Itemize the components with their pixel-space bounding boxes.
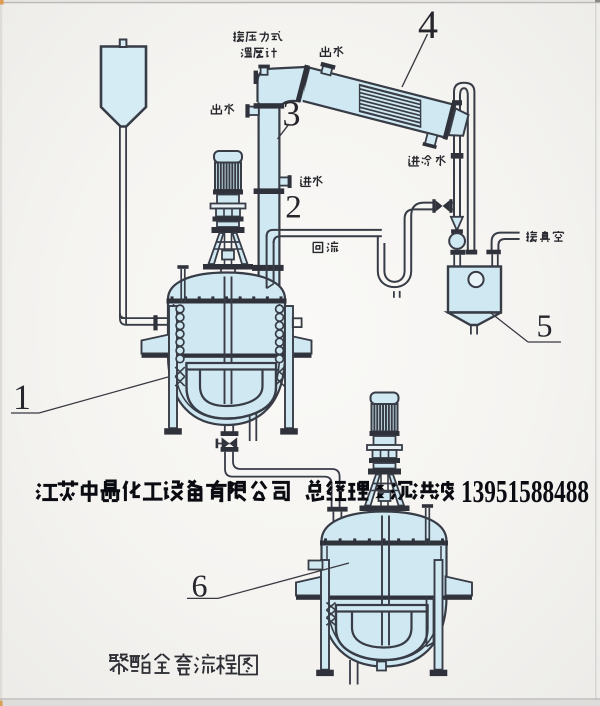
svg-text:2: 2 [285, 190, 302, 226]
svg-text:6: 6 [192, 568, 208, 604]
svg-text:4: 4 [418, 2, 438, 47]
svg-text:13951588488: 13951588488 [461, 473, 589, 509]
svg-text:1: 1 [13, 377, 31, 417]
svg-text:5: 5 [537, 308, 553, 344]
svg-text:3: 3 [283, 94, 301, 134]
